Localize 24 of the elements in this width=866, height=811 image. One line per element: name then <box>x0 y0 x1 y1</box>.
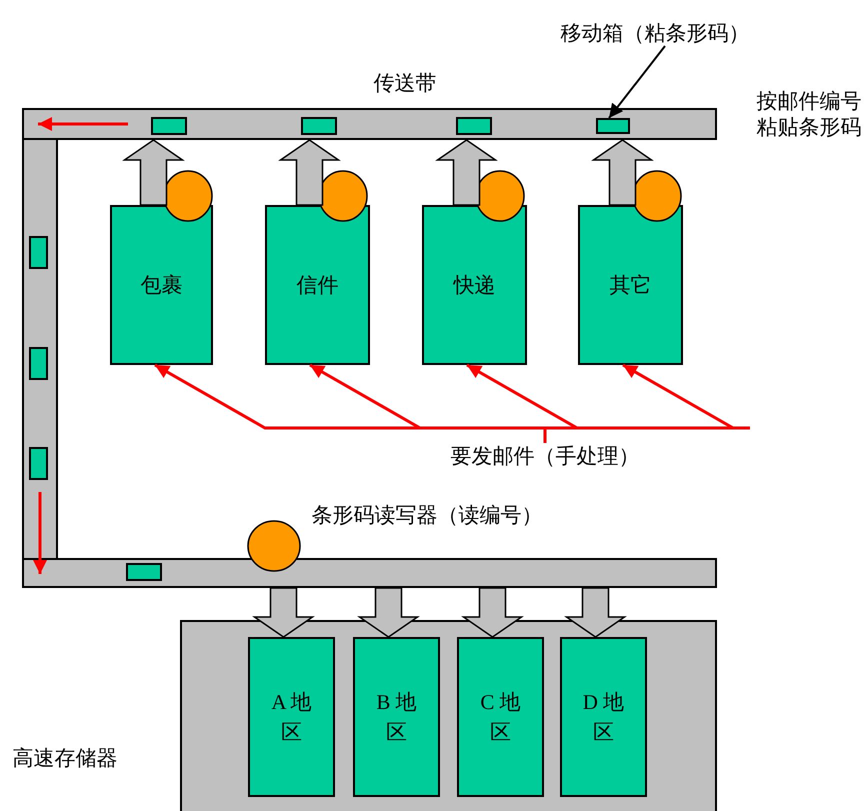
callout-text: 要发邮件（手处理） <box>430 443 660 469</box>
reader-label: 条形码读写器（读编号） <box>310 502 544 528</box>
region-box: C 地区 <box>457 637 544 797</box>
block-arrow <box>591 139 654 206</box>
mail-bin: 信件 <box>265 205 370 365</box>
block-arrow <box>252 587 315 638</box>
block-arrow <box>435 139 498 206</box>
note-text: 按邮件编号粘贴条形码 <box>756 88 862 140</box>
mail-bin: 包裹 <box>110 205 213 365</box>
block-arrow <box>461 587 524 638</box>
block-arrow <box>564 587 627 638</box>
mail-bin: 其它 <box>578 205 683 365</box>
storage-label: 高速存储器 <box>12 745 118 771</box>
barcode-tag <box>596 118 630 134</box>
belt-label: 传送带 <box>372 70 438 96</box>
block-arrow <box>357 587 420 638</box>
region-box: A 地区 <box>248 637 335 797</box>
mail-bin: 快递 <box>422 205 527 365</box>
region-box: D 地区 <box>560 637 647 797</box>
block-arrow <box>122 139 185 206</box>
block-arrow <box>278 139 341 206</box>
region-box: B 地区 <box>353 637 440 797</box>
callout-text: 移动箱（粘条形码） <box>555 20 755 46</box>
leader-line <box>608 45 666 119</box>
